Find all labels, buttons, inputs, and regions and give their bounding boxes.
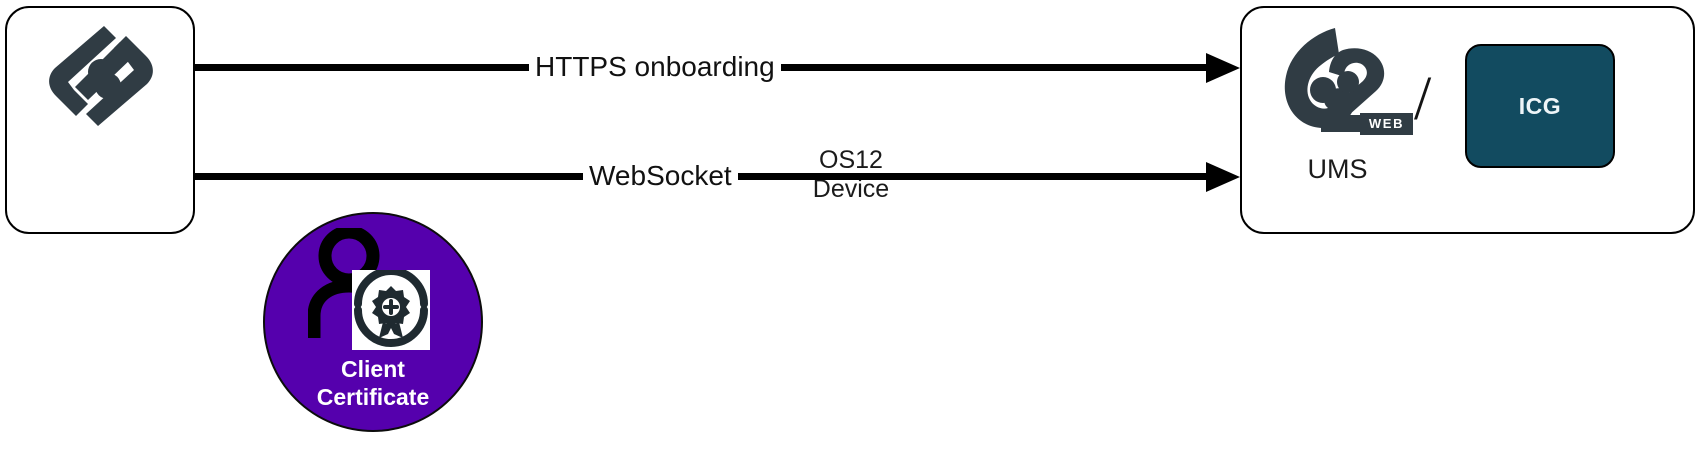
connection-websocket-label: WebSocket (583, 159, 738, 193)
connection-https-onboarding-arrowhead-icon (1206, 52, 1240, 83)
ums-web-badge: WEB (1360, 113, 1413, 135)
icg-button-label: ICG (1518, 93, 1562, 119)
connection-websocket-arrowhead-icon (1206, 161, 1240, 192)
ums-web-brand-logo-icon (1284, 28, 1385, 133)
client-certificate-label: Client Certificate (316, 356, 430, 410)
icg-button[interactable]: ICG (1465, 44, 1615, 168)
os12-brand-logo-icon (49, 26, 153, 126)
ums-icg-separator: / (1414, 65, 1432, 133)
certificate-seal-icon (354, 270, 428, 347)
connection-https-onboarding-label: HTTPS onboarding (529, 50, 781, 84)
ums-label: UMS (1307, 154, 1368, 184)
